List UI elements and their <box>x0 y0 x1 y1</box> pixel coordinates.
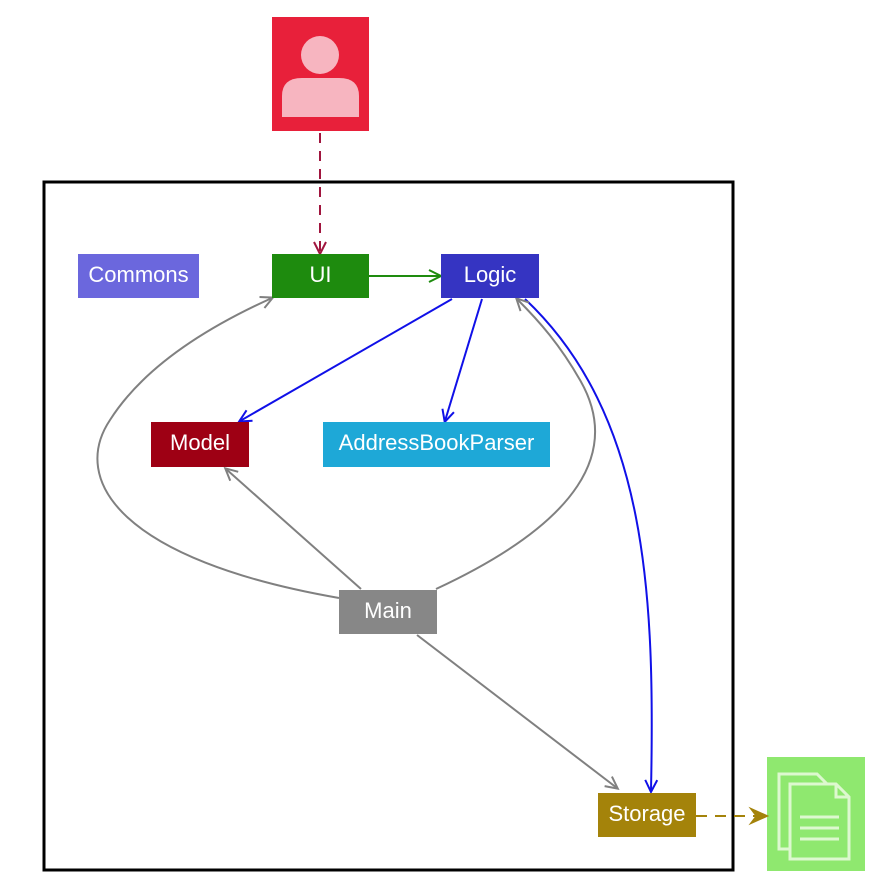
logic-component: Logic <box>441 254 539 298</box>
main-to-logic-arrow <box>435 299 596 590</box>
main-to-model-arrow <box>226 469 362 590</box>
ui-label: UI <box>310 262 332 287</box>
commons-label: Commons <box>88 262 188 287</box>
addressbookparser-component: AddressBookParser <box>323 422 550 467</box>
addressbookparser-label: AddressBookParser <box>339 430 535 455</box>
logic-to-model-arrow <box>240 298 453 421</box>
file-icon <box>767 757 865 871</box>
logic-to-parser-arrow <box>445 298 483 421</box>
main-component: Main <box>339 590 437 634</box>
storage-component: Storage <box>598 793 696 837</box>
storage-label: Storage <box>608 801 685 826</box>
logic-to-storage-arrow <box>524 298 652 791</box>
logic-label: Logic <box>464 262 517 287</box>
main-to-storage-arrow <box>416 634 617 788</box>
commons-component: Commons <box>78 254 199 298</box>
user-icon <box>272 17 369 131</box>
ui-component: UI <box>272 254 369 298</box>
model-label: Model <box>170 430 230 455</box>
main-to-ui-arrow <box>96 298 340 599</box>
architecture-frame <box>42 180 735 872</box>
main-label: Main <box>364 598 412 623</box>
model-component: Model <box>151 422 249 467</box>
